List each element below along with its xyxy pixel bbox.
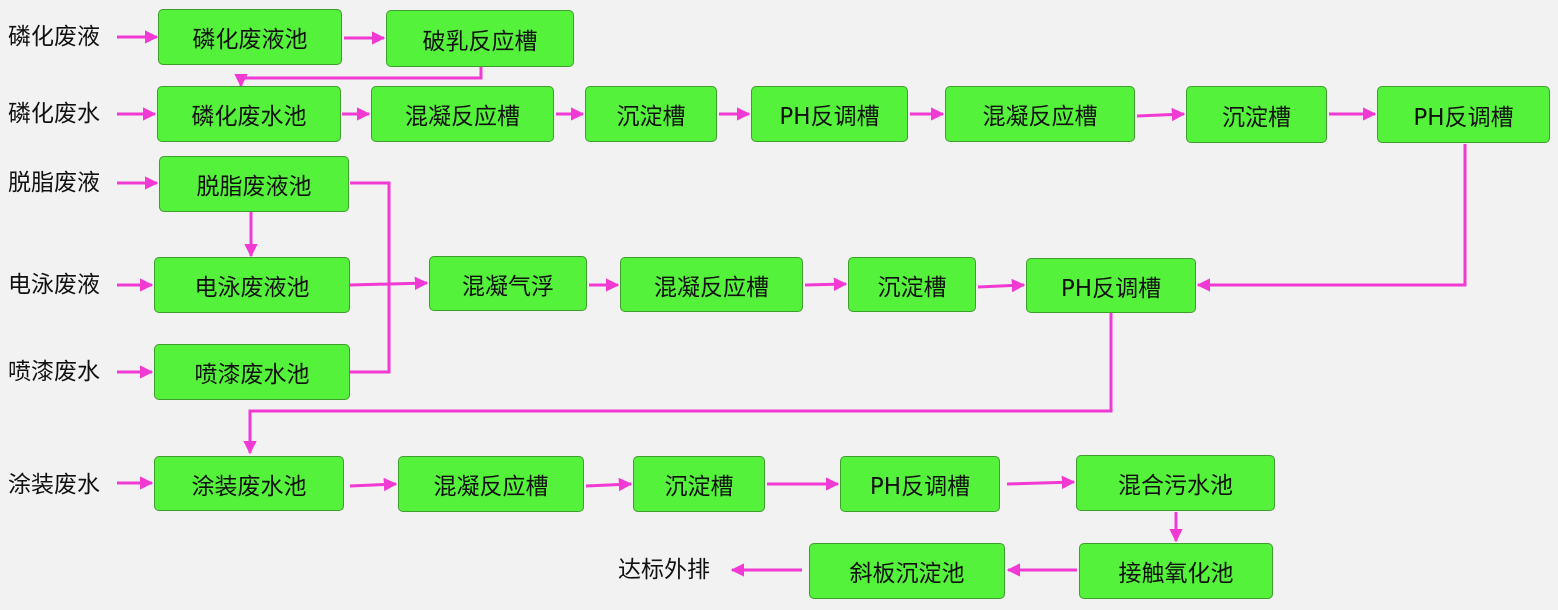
source-degreasing-liquid: 脱脂废液 [8,170,100,196]
coagulation-tank-4: 混凝反应槽 [398,456,584,512]
source-painting-water: 喷漆废水 [8,359,100,385]
coating-water-pool: 涂装废水池 [154,456,344,511]
inclined-plate-settling-pool: 斜板沉淀池 [809,543,1005,599]
coagulation-tank-1: 混凝反应槽 [371,86,554,142]
phosphating-liquid-pool: 磷化废液池 [158,9,342,65]
coagulation-tank-2: 混凝反应槽 [945,86,1135,142]
arrow [1006,475,1076,490]
ph-adjust-tank-1: PH反调槽 [751,86,908,142]
contact-oxidation-pool: 接触氧化池 [1079,543,1273,599]
electrophoresis-liquid-pool: 电泳废液池 [154,257,350,313]
ph-adjust-tank-2: PH反调槽 [1377,86,1550,143]
phosphating-water-pool: 磷化废水池 [157,86,341,142]
settling-tank-2: 沉淀槽 [1186,86,1327,143]
ph-adjust-tank-3: PH反调槽 [1026,258,1196,313]
settling-tank-3: 沉淀槽 [848,257,976,312]
arrow [350,181,391,374]
degreasing-liquid-pool: 脱脂废液池 [159,156,349,212]
arrow [243,313,1113,455]
source-phosphating-water: 磷化废水 [8,101,100,127]
source-coating-water: 涂装废水 [8,472,100,498]
arrow [349,477,398,492]
arrow [1136,107,1186,122]
arrow [804,277,848,292]
arrow [585,477,633,492]
discharge-label: 达标外排 [618,557,710,583]
source-electrophoresis-liquid: 电泳废液 [8,272,100,298]
mixed-wastewater-pool: 混合污水池 [1076,455,1275,511]
arrow [977,278,1026,293]
arrow [1196,144,1467,292]
coagulation-tank-3: 混凝反应槽 [620,257,803,312]
settling-tank-1: 沉淀槽 [585,86,717,142]
ph-adjust-tank-4: PH反调槽 [840,456,1000,512]
arrow [234,67,483,88]
painting-water-pool: 喷漆废水池 [154,344,350,400]
source-phosphating-liquid: 磷化废液 [8,24,100,50]
demulsification-tank: 破乳反应槽 [386,10,574,67]
settling-tank-4: 沉淀槽 [633,456,765,512]
coagulation-flotation: 混凝气浮 [429,256,587,311]
arrow [349,276,429,291]
